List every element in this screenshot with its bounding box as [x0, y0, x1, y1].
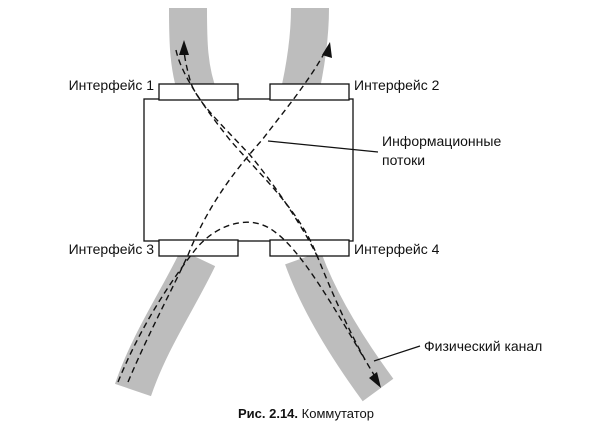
- info-flows-label-line2: потоки: [382, 152, 425, 168]
- arrow-up-left: [179, 40, 189, 55]
- switch-body-group: [143, 83, 354, 257]
- information-flows: [117, 40, 381, 388]
- channel-bottom-left: [115, 249, 216, 397]
- labels: Интерфейс 1 Интерфейс 2 Интерфейс 3 Инте…: [69, 77, 543, 354]
- flow-3-to-2: [127, 49, 327, 383]
- flow-3-to-4-loop: [117, 221, 366, 383]
- switch-body: [143, 98, 354, 242]
- interface-2-port: [269, 83, 350, 101]
- interface-4-label: Интерфейс 4: [354, 241, 440, 257]
- interface-2-label: Интерфейс 2: [354, 77, 440, 93]
- flow-4-to-1: [183, 47, 319, 259]
- figure-caption-number: Рис. 2.14.: [238, 406, 298, 421]
- arrow-up-right: [322, 42, 332, 58]
- physical-channel-leader: [373, 345, 421, 362]
- info-flows-leader: [267, 140, 379, 153]
- interface-1-port: [158, 83, 239, 101]
- figure-caption-title: Коммутатор: [302, 406, 374, 421]
- physical-channel-label: Физический канал: [424, 338, 542, 354]
- channel-bottom-right: [285, 251, 394, 402]
- interface-1-label: Интерфейс 1: [69, 77, 155, 93]
- arrow-down-right: [369, 372, 381, 388]
- interface-3-label: Интерфейс 3: [69, 241, 155, 257]
- interface-3-port: [158, 239, 239, 257]
- interface-4-port: [269, 239, 350, 257]
- flow-1-to-4: [175, 49, 377, 379]
- figure-caption: Рис. 2.14. Коммутатор: [238, 406, 374, 421]
- info-flows-label-line1: Информационные: [382, 133, 501, 149]
- leader-lines: [267, 140, 421, 362]
